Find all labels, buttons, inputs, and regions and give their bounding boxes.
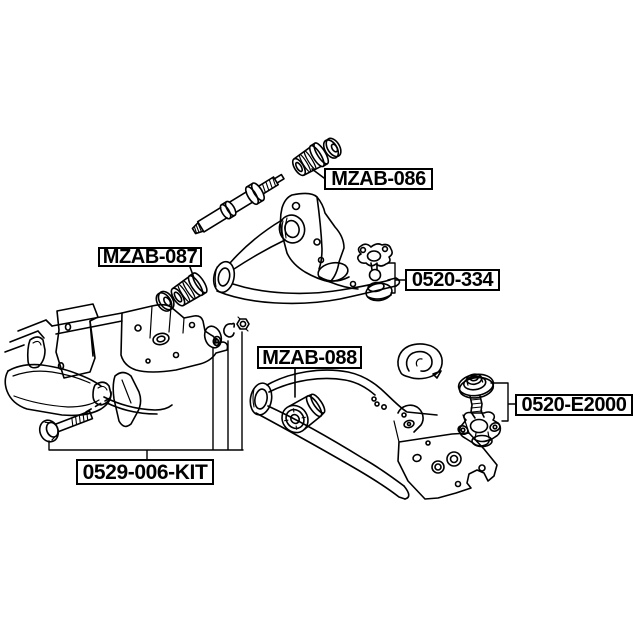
lower-control-arm-drawing <box>249 369 498 500</box>
washer-cclip-nut-drawing <box>203 316 250 349</box>
ball-joint-e2000-drawing <box>457 373 502 448</box>
pivot-shaft-drawing <box>191 173 285 235</box>
part-label-mzab-086: MZAB-086 <box>324 168 433 190</box>
part-label-0529-006-kit: 0529-006-KIT <box>76 459 214 485</box>
part-label-0520-e2000: 0520-E2000 <box>515 394 633 416</box>
bump-stop-drawing <box>397 343 443 380</box>
upper-control-arm-drawing <box>212 192 401 305</box>
crossmember-drawing <box>4 303 229 428</box>
arm-bushing-088-drawing <box>281 393 326 434</box>
leader-0520-e2000 <box>490 382 516 422</box>
camber-bolt-drawing <box>38 410 94 443</box>
leader-0520-334 <box>387 262 406 294</box>
leader-0529-006-kit <box>48 331 244 460</box>
part-label-mzab-087: MZAB-087 <box>98 247 202 267</box>
washer-087-drawing <box>155 290 175 312</box>
part-label-0520-334: 0520-334 <box>405 269 500 291</box>
arm-bushing-087-drawing <box>170 272 208 307</box>
part-label-mzab-088: MZAB-088 <box>257 346 362 369</box>
ball-joint-334-drawing <box>357 243 393 302</box>
leader-mzab-087 <box>189 266 195 279</box>
leader-mzab-086 <box>311 168 325 179</box>
washer-086-drawing <box>322 137 342 159</box>
arm-bushing-086-drawing <box>291 142 330 177</box>
